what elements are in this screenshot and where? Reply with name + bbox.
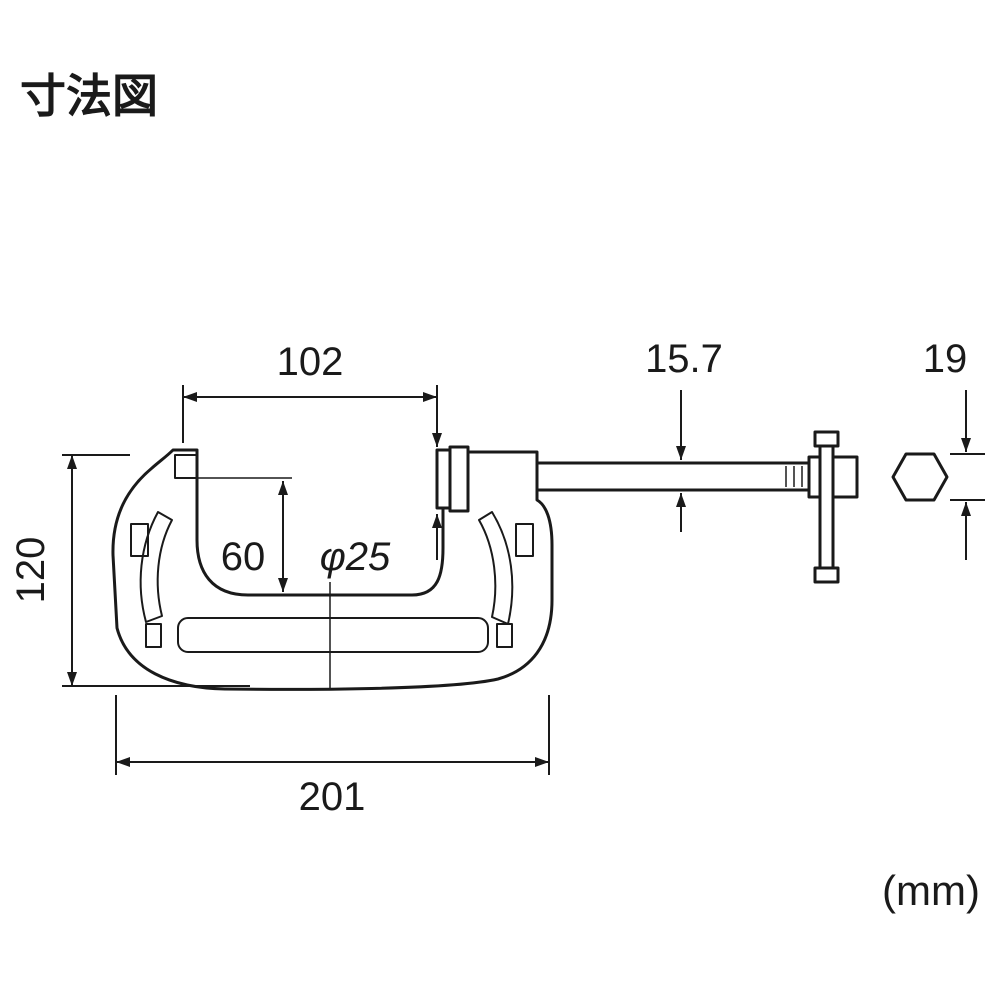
screw-collar <box>448 445 470 513</box>
dim-phi25-label: φ25 <box>320 535 391 579</box>
t-handle-bar <box>818 442 835 572</box>
right-bottom-notch <box>496 623 513 648</box>
left-notch <box>130 523 149 557</box>
left-web-slot <box>139 511 173 623</box>
dimension-body-length: 201 <box>115 695 550 819</box>
dim-19-label: 19 <box>923 337 968 381</box>
dim-60-label: 60 <box>221 535 266 579</box>
right-web-slot <box>478 511 514 625</box>
unit-label: (mm) <box>882 867 980 914</box>
left-bottom-notch <box>145 623 162 648</box>
swivel-pad <box>435 448 452 510</box>
dim-120-label: 120 <box>9 537 53 604</box>
dimension-opening-width: 102 <box>182 340 438 443</box>
screw-shaft <box>535 461 811 492</box>
bottom-web-slot <box>177 617 489 653</box>
dim-201-label: 201 <box>299 775 366 819</box>
hex-nut <box>891 452 949 502</box>
dimension-shaft-diameter: 15.7 <box>645 337 723 532</box>
clamp-body <box>111 448 554 691</box>
dim-102-label: 102 <box>277 340 344 384</box>
dimension-hex-size: 19 <box>923 337 985 560</box>
anvil-pad <box>174 454 198 479</box>
dimension-body-height: 120 <box>9 454 250 687</box>
dimension-pad-diameter: φ25 <box>320 412 442 688</box>
page-title: 寸法図 <box>20 70 158 122</box>
dim-15-7-label: 15.7 <box>645 337 723 381</box>
dimension-throat-depth: 60 <box>178 477 292 592</box>
right-notch <box>515 523 534 557</box>
t-handle-bottom-cap <box>813 566 840 584</box>
screw-assembly <box>435 430 859 584</box>
t-handle-top-cap <box>813 430 840 448</box>
clamp-body-outline <box>111 448 554 691</box>
